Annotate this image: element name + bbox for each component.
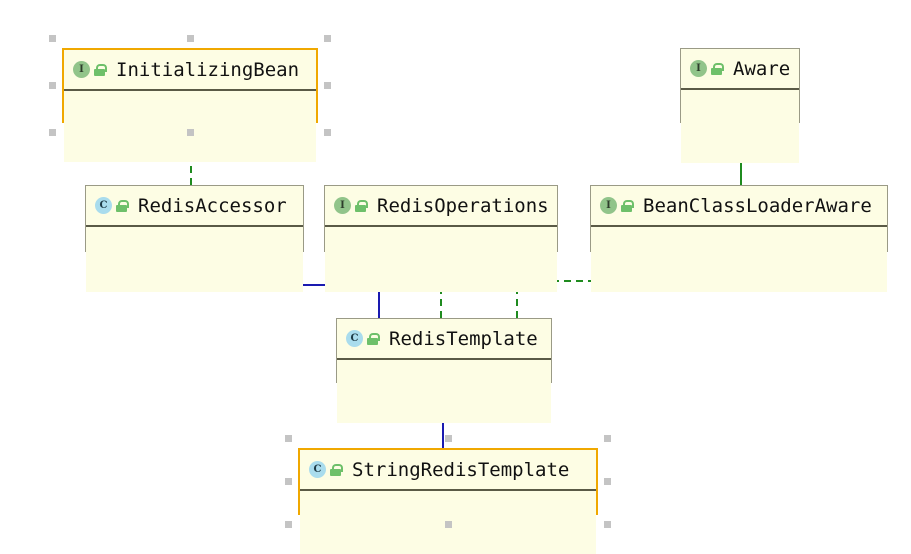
class-node-title-row[interactable]: C StringRedisTemplate [300, 450, 596, 491]
resize-handle[interactable] [49, 82, 56, 89]
class-node-members-compartment[interactable] [337, 360, 551, 423]
class-node-members-compartment[interactable] [681, 90, 799, 163]
class-circle-icon: C [95, 197, 112, 214]
class-node-stringredistemplate[interactable]: C StringRedisTemplate [298, 448, 598, 554]
class-node-title-row[interactable]: C RedisTemplate [337, 319, 551, 360]
resize-handle[interactable] [186, 35, 194, 42]
resize-handle[interactable] [324, 129, 331, 136]
class-node-title-row[interactable]: I BeanClassLoaderAware [591, 186, 887, 227]
class-node-title-row[interactable]: C RedisAccessor [86, 186, 303, 227]
public-lock-icon [116, 199, 129, 212]
resize-handle[interactable] [604, 521, 611, 528]
resize-handle[interactable] [285, 435, 292, 442]
interface-circle-icon: I [690, 60, 707, 77]
class-node-members-compartment[interactable] [86, 227, 303, 292]
class-node-redistemplate[interactable]: C RedisTemplate [336, 318, 552, 423]
class-node-title-row[interactable]: I RedisOperations [325, 186, 557, 227]
resize-handle[interactable] [285, 478, 292, 485]
resize-handle[interactable] [324, 35, 331, 42]
class-circle-icon: C [346, 330, 363, 347]
resize-handle[interactable] [285, 521, 292, 528]
class-node-title-row[interactable]: I Aware [681, 49, 799, 90]
class-node-name: RedisTemplate [389, 327, 538, 350]
class-node-redisaccessor[interactable]: C RedisAccessor [85, 185, 304, 292]
class-node-name: BeanClassLoaderAware [643, 194, 872, 217]
resize-handle[interactable] [49, 35, 56, 42]
interface-circle-icon: I [334, 197, 351, 214]
class-node-name: Aware [733, 57, 791, 80]
class-node-aware[interactable]: I Aware [680, 48, 800, 163]
resize-handle[interactable] [324, 82, 331, 89]
public-lock-icon [367, 332, 380, 345]
public-lock-icon [330, 463, 343, 476]
public-lock-icon [94, 63, 107, 76]
class-node-beanclassloaderaware[interactable]: I BeanClassLoaderAware [590, 185, 888, 292]
resize-handle[interactable] [186, 129, 194, 136]
resize-handle[interactable] [604, 435, 611, 442]
class-node-redisoperations[interactable]: I RedisOperations [324, 185, 558, 292]
class-node-name: RedisOperations [377, 194, 549, 217]
resize-handle[interactable] [444, 521, 452, 528]
class-node-title-row[interactable]: I InitializingBean [64, 50, 316, 91]
class-node-members-compartment[interactable] [64, 91, 316, 162]
class-circle-icon: C [309, 461, 326, 478]
class-node-members-compartment[interactable] [325, 227, 557, 292]
class-node-members-compartment[interactable] [591, 227, 887, 292]
interface-circle-icon: I [73, 61, 90, 78]
public-lock-icon [711, 62, 724, 75]
class-node-name: StringRedisTemplate [352, 458, 570, 481]
class-node-initializingbean[interactable]: I InitializingBean [62, 48, 318, 162]
class-node-name: RedisAccessor [138, 194, 287, 217]
resize-handle[interactable] [444, 435, 452, 442]
resize-handle[interactable] [604, 478, 611, 485]
public-lock-icon [355, 199, 368, 212]
class-node-name: InitializingBean [116, 58, 300, 81]
public-lock-icon [621, 199, 634, 212]
interface-circle-icon: I [600, 197, 617, 214]
resize-handle[interactable] [49, 129, 56, 136]
